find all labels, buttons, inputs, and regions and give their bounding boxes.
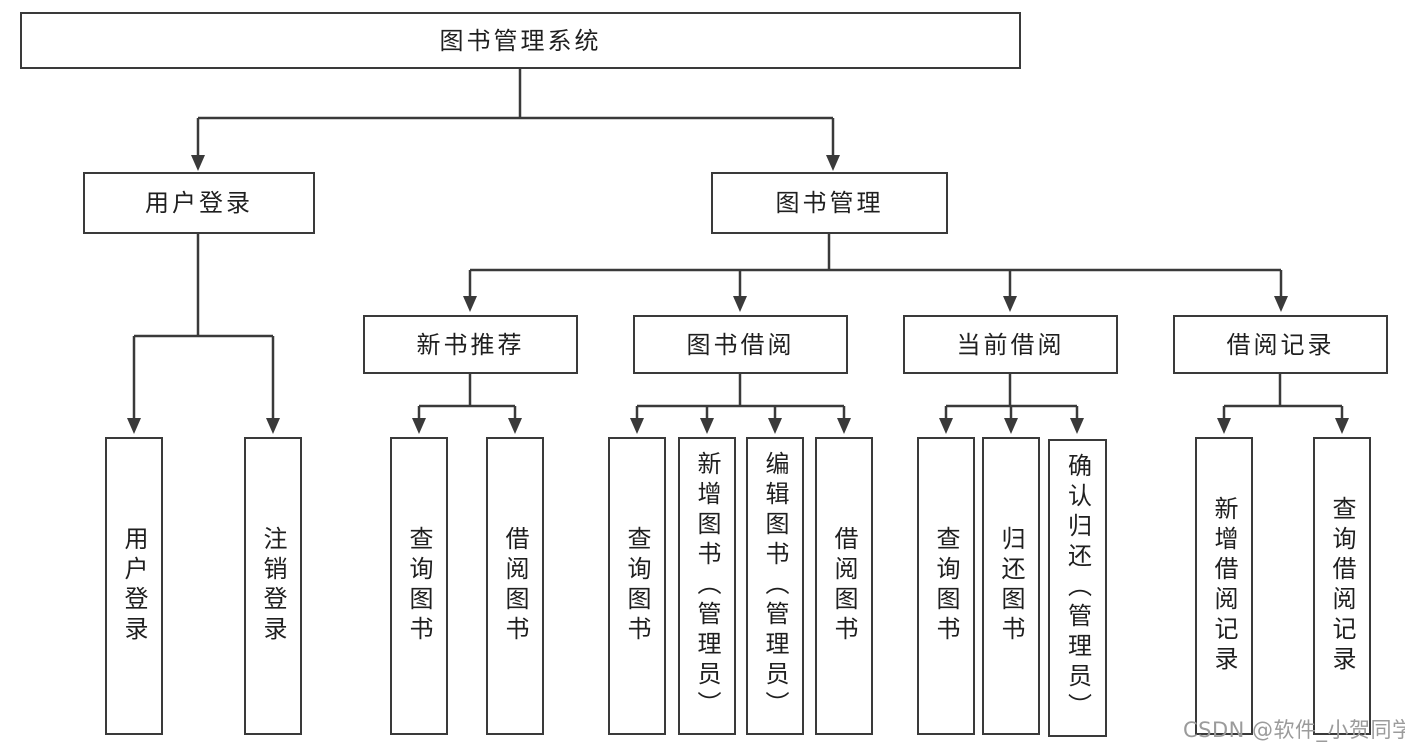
leaf-borrow-borrow-books: 借阅图书 [815, 437, 873, 735]
arrowhead-icon [1217, 418, 1231, 434]
node-borrow-record-label: 借阅记录 [1226, 330, 1335, 359]
arrowhead-icon [463, 296, 477, 312]
leaf-borrow-add-books-admin-label: 新增图书（管理员） [693, 451, 721, 721]
leaf-user-login: 用户登录 [105, 437, 163, 735]
arrowhead-icon [630, 418, 644, 434]
connector-root [196, 67, 835, 158]
arrowhead-icon [733, 296, 747, 312]
arrowhead-icon [700, 418, 714, 434]
node-current-borrow: 当前借阅 [903, 315, 1118, 374]
arrowhead-icon [826, 155, 840, 171]
arrowhead-icon [127, 418, 141, 434]
arrowhead-icon [1274, 296, 1288, 312]
leaf-record-query-record-label: 查询借阅记录 [1328, 496, 1356, 676]
watermark: CSDN @软件_小贺同学 [1183, 718, 1405, 742]
connector-user-login [132, 234, 275, 421]
connector-new-book-recommend [417, 374, 517, 421]
node-user-login: 用户登录 [83, 172, 315, 234]
leaf-recommend-query-books-label: 查询图书 [405, 526, 433, 646]
connector-borrow-record [1222, 374, 1344, 421]
node-book-borrow: 图书借阅 [633, 315, 848, 374]
node-book-management-label: 图书管理 [775, 189, 884, 217]
node-user-login-label: 用户登录 [145, 189, 253, 217]
connector-book-borrow [635, 374, 846, 421]
arrowhead-icon [508, 418, 522, 434]
node-root-label: 图书管理系统 [439, 26, 602, 55]
node-new-book-recommend-label: 新书推荐 [416, 330, 525, 359]
leaf-current-return-books: 归还图书 [982, 437, 1040, 735]
connector-current-borrow [944, 374, 1079, 421]
leaf-logout: 注销登录 [244, 437, 302, 735]
leaf-borrow-add-books-admin: 新增图书（管理员） [678, 437, 736, 735]
leaf-current-query-books-label: 查询图书 [932, 526, 960, 646]
arrowhead-icon [191, 155, 205, 171]
leaf-borrow-edit-books-admin-label: 编辑图书（管理员） [761, 451, 789, 721]
arrowhead-icon [1335, 418, 1349, 434]
arrowhead-icon [837, 418, 851, 434]
leaf-logout-label: 注销登录 [259, 526, 287, 646]
leaf-current-query-books: 查询图书 [917, 437, 975, 735]
node-root: 图书管理系统 [20, 12, 1021, 69]
leaf-recommend-query-books: 查询图书 [390, 437, 448, 735]
arrowhead-icon [266, 418, 280, 434]
leaf-recommend-borrow-books-label: 借阅图书 [501, 526, 529, 646]
connector-book-management [468, 234, 1283, 299]
leaf-borrow-query-books: 查询图书 [608, 437, 666, 735]
arrowhead-icon [768, 418, 782, 434]
leaf-user-login-label: 用户登录 [120, 526, 148, 646]
arrowhead-icon [1003, 296, 1017, 312]
arrowhead-icon [1070, 418, 1084, 434]
leaf-record-add-record-label: 新增借阅记录 [1210, 496, 1238, 676]
leaf-recommend-borrow-books: 借阅图书 [486, 437, 544, 735]
leaf-borrow-borrow-books-label: 借阅图书 [830, 526, 858, 646]
leaf-borrow-query-books-label: 查询图书 [623, 526, 651, 646]
arrowhead-icon [1004, 418, 1018, 434]
leaf-borrow-edit-books-admin: 编辑图书（管理员） [746, 437, 804, 735]
arrowhead-icon [939, 418, 953, 434]
node-book-management: 图书管理 [711, 172, 948, 234]
node-current-borrow-label: 当前借阅 [956, 330, 1065, 359]
node-borrow-record: 借阅记录 [1173, 315, 1388, 374]
leaf-current-confirm-return-admin: 确认归还（管理员） [1048, 439, 1107, 737]
arrowhead-icon [412, 418, 426, 434]
leaf-record-query-record: 查询借阅记录 [1313, 437, 1371, 735]
leaf-current-confirm-return-admin-label: 确认归还（管理员） [1063, 453, 1092, 723]
node-book-borrow-label: 图书借阅 [686, 330, 795, 359]
node-new-book-recommend: 新书推荐 [363, 315, 578, 374]
leaf-record-add-record: 新增借阅记录 [1195, 437, 1253, 735]
leaf-current-return-books-label: 归还图书 [997, 526, 1025, 646]
